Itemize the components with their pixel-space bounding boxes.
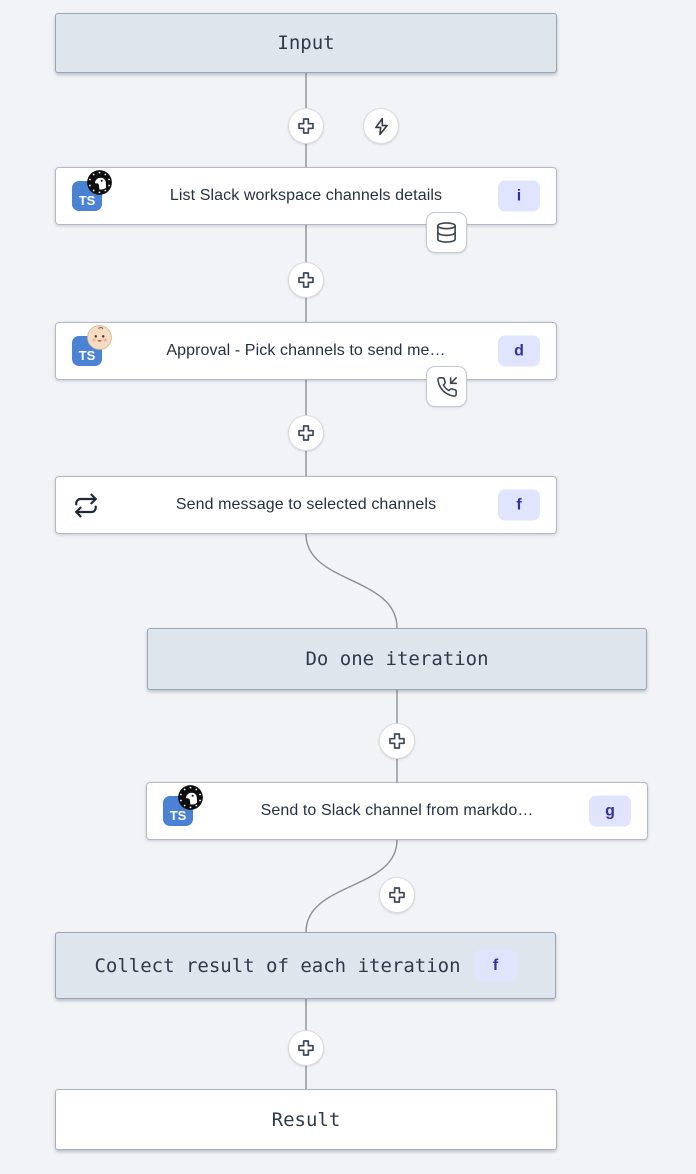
- plus-icon: [389, 733, 405, 749]
- add-step-button[interactable]: [288, 1030, 324, 1066]
- add-step-button[interactable]: [379, 877, 415, 913]
- plus-icon: [298, 272, 314, 288]
- node-result[interactable]: Result: [55, 1089, 557, 1150]
- node-input[interactable]: Input: [55, 13, 557, 73]
- plus-icon: [298, 118, 314, 134]
- trigger-button[interactable]: [363, 108, 399, 144]
- step-id-badge: f: [498, 489, 540, 521]
- typescript-icon-label: TS: [78, 193, 96, 208]
- node-do-one-iteration[interactable]: Do one iteration: [147, 628, 647, 690]
- typescript-icon-label: TS: [169, 808, 187, 823]
- step-id-badge: i: [498, 180, 540, 212]
- node-collect-result[interactable]: Collect result of each iteration f: [55, 932, 556, 999]
- plus-icon: [389, 887, 405, 903]
- plus-icon: [298, 1040, 314, 1056]
- plus-icon: [298, 425, 314, 441]
- zap-icon: [374, 117, 388, 135]
- typescript-icon-label: TS: [78, 348, 96, 363]
- step-list-channels[interactable]: TS List Slack workspace channels details…: [55, 167, 557, 225]
- edge-step4-to-collect: [305, 839, 398, 933]
- step-label: Send message to selected channels: [175, 496, 437, 513]
- step-send-markdown[interactable]: TS Send to Slack channel from markdo… g: [146, 782, 648, 840]
- cache-button[interactable]: [426, 212, 467, 253]
- deno-dino-avatar-icon: [178, 785, 203, 810]
- add-step-button[interactable]: [288, 262, 324, 298]
- add-step-button[interactable]: [288, 108, 324, 144]
- step-label: Approval - Pick channels to send me…: [166, 342, 446, 359]
- step-forloop[interactable]: Send message to selected channels f: [55, 476, 557, 534]
- step-id-badge: f: [474, 949, 517, 982]
- baby-face-emoji-icon: [87, 325, 112, 350]
- suspend-approval-button[interactable]: [426, 366, 467, 407]
- add-step-button[interactable]: [288, 415, 324, 451]
- add-step-button[interactable]: [379, 723, 415, 759]
- repeat-icon: [72, 492, 99, 519]
- edge-step3-to-iteration: [305, 533, 398, 629]
- typescript-icon: TS: [72, 170, 112, 211]
- step-id-badge: d: [498, 335, 540, 367]
- step-id-badge: g: [589, 795, 631, 827]
- step-approval[interactable]: TS Approval - Pick channels to send me… …: [55, 322, 557, 380]
- phone-incoming-icon: [436, 376, 457, 397]
- deno-dino-avatar-icon: [87, 170, 112, 195]
- node-input-label: Input: [277, 32, 335, 54]
- database-icon: [437, 222, 456, 243]
- node-result-label: Result: [271, 1108, 341, 1131]
- node-iteration-label: Do one iteration: [305, 648, 489, 670]
- typescript-icon: TS: [72, 325, 112, 366]
- step-label: Send to Slack channel from markdo…: [260, 802, 534, 819]
- step-label: List Slack workspace channels details: [169, 187, 443, 204]
- typescript-icon: TS: [163, 785, 203, 826]
- node-collect-label: Collect result of each iteration: [94, 954, 461, 977]
